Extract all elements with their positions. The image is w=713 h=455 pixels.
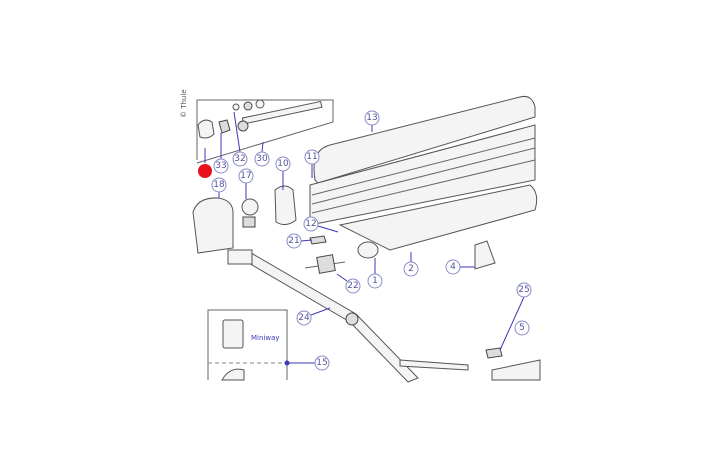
part-1-tube <box>357 241 379 259</box>
remote-frame <box>207 309 288 380</box>
callout-25[interactable]: 25 <box>516 282 532 298</box>
part-17 <box>241 198 259 228</box>
callout-22[interactable]: 22 <box>345 278 361 294</box>
callout-10[interactable]: 10 <box>275 156 291 172</box>
svg-text:18: 18 <box>213 180 225 190</box>
part-2-fabric <box>338 184 538 251</box>
svg-text:24: 24 <box>298 313 310 323</box>
callout-1[interactable]: 1 <box>367 273 383 289</box>
svg-text:1: 1 <box>372 276 378 286</box>
part-5 <box>491 359 541 381</box>
callout-13[interactable]: 13 <box>364 110 380 126</box>
svg-text:17: 17 <box>240 171 251 181</box>
callout-17[interactable]: 17 <box>238 168 254 184</box>
callout-33[interactable]: 33 <box>213 158 229 174</box>
arm-bracket <box>227 249 253 265</box>
svg-text:10: 10 <box>277 159 289 169</box>
part-25 <box>485 347 503 359</box>
svg-text:15: 15 <box>316 358 327 368</box>
part-22-end-plug <box>304 254 346 274</box>
remote-control <box>222 319 244 349</box>
svg-text:22: 22 <box>347 281 358 291</box>
callout-2[interactable]: 2 <box>403 261 419 277</box>
inset-frame <box>196 99 334 164</box>
svg-text:33: 33 <box>215 161 226 171</box>
lower-arm <box>399 359 469 371</box>
remote-label: Miniway <box>251 334 280 342</box>
copyright-text: © Thule <box>180 89 188 118</box>
callout-30[interactable]: 30 <box>254 151 270 167</box>
callout-4[interactable]: 4 <box>445 259 461 275</box>
svg-text:13: 13 <box>366 113 377 123</box>
svg-text:11: 11 <box>306 152 317 162</box>
part-21 <box>309 235 327 245</box>
remote-holder <box>221 368 245 381</box>
svg-text:32: 32 <box>234 154 245 164</box>
part-10-motor <box>274 185 297 226</box>
svg-text:5: 5 <box>519 323 525 333</box>
callout-24[interactable]: 24 <box>296 310 312 326</box>
highlight-marker[interactable] <box>198 164 212 178</box>
svg-text:12: 12 <box>305 219 316 229</box>
callout-5[interactable]: 5 <box>514 320 530 336</box>
part-18-cap <box>192 197 234 254</box>
callout-21[interactable]: 21 <box>286 233 302 249</box>
svg-text:30: 30 <box>256 154 268 164</box>
part-4-bracket <box>474 240 496 270</box>
svg-text:25: 25 <box>518 285 529 295</box>
callout-15[interactable]: 15 <box>314 355 330 371</box>
callout-18[interactable]: 18 <box>211 177 227 193</box>
part-30-tube <box>232 99 323 132</box>
arm-joint <box>345 312 359 326</box>
callout-12[interactable]: 12 <box>303 216 319 232</box>
callout-11[interactable]: 11 <box>304 149 320 165</box>
svg-text:4: 4 <box>450 262 456 272</box>
profile-grooves <box>311 137 536 214</box>
svg-text:2: 2 <box>408 264 414 274</box>
part-33 <box>218 119 231 134</box>
callout-32[interactable]: 32 <box>232 151 248 167</box>
part-end-cap <box>197 119 215 139</box>
callout-dot <box>284 360 290 366</box>
leader-lines <box>204 111 525 364</box>
svg-text:21: 21 <box>288 236 299 246</box>
